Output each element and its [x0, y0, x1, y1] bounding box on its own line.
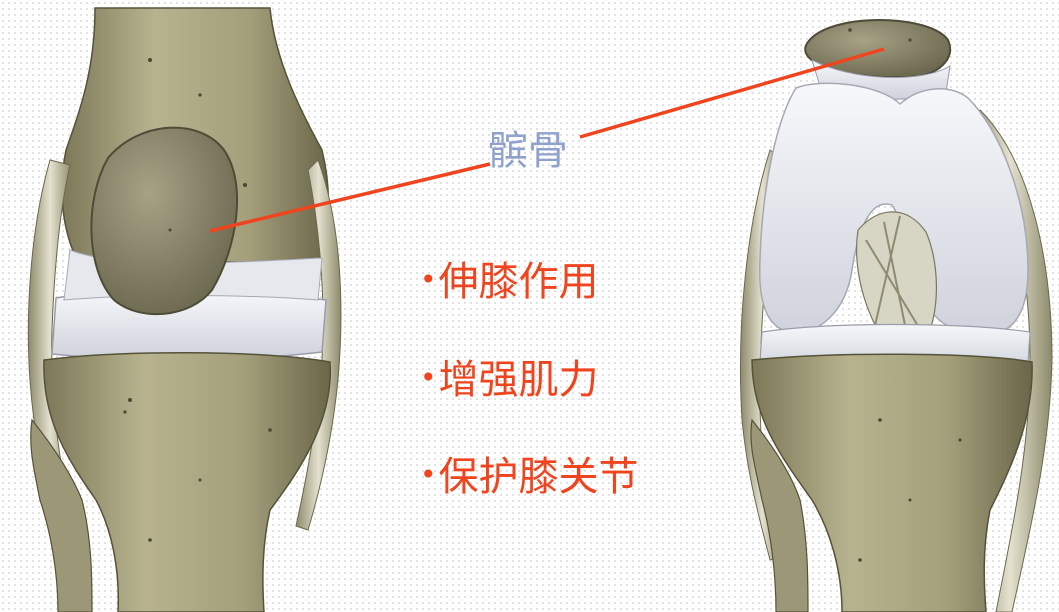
right-knee-front-view — [740, 20, 1052, 612]
bullet-marker: • — [420, 263, 437, 296]
bullet-marker: • — [420, 361, 437, 394]
left-patella — [91, 128, 237, 315]
bullet-text: 增强肌力 — [439, 357, 599, 403]
bullet-marker: • — [420, 458, 437, 491]
bullet-text: 保护膝关节 — [439, 454, 639, 500]
bullet-text: 伸膝作用 — [439, 259, 599, 305]
left-knee-front-view — [28, 8, 341, 612]
bullet-item: •增强肌力 — [420, 360, 599, 400]
bullet-item: •保护膝关节 — [420, 457, 639, 497]
patella-callout-label: 髌骨 — [488, 131, 568, 171]
bullet-item: •伸膝作用 — [420, 262, 599, 302]
